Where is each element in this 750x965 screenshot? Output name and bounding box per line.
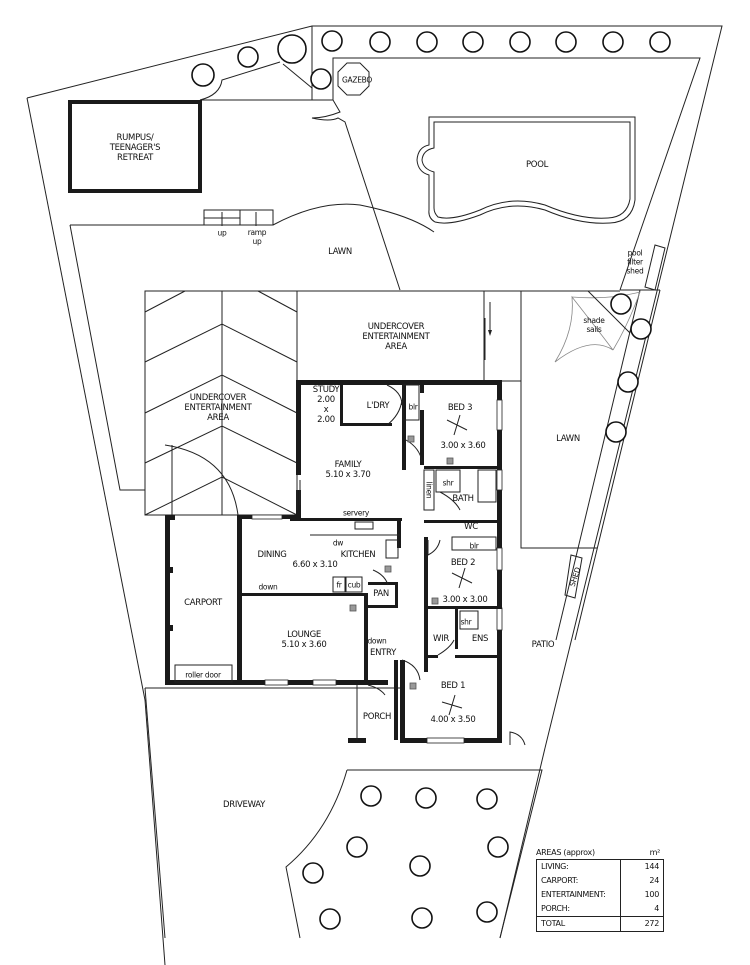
wc-label: WC xyxy=(464,522,478,532)
kitchen-label: KITCHEN xyxy=(340,550,376,560)
pool-filter-shed-label: pool filter shed xyxy=(626,248,644,276)
undercover-left-label: UNDERCOVER ENTERTAINMENT AREA xyxy=(184,393,252,423)
cupboard-label: cub xyxy=(347,580,361,590)
carport-label: CARPORT xyxy=(184,598,222,608)
fridge-label: fr xyxy=(336,580,342,590)
ensuite-shower-label: shr xyxy=(460,617,472,627)
bed3-dims: 3.00 x 3.60 xyxy=(440,441,486,451)
internal-walls xyxy=(242,380,502,672)
pool xyxy=(416,116,636,224)
table-row: CARPORT:24 xyxy=(537,874,664,888)
entry-step-label: down xyxy=(367,636,387,646)
gazebo-label: GAZEBO xyxy=(342,75,372,85)
undercover-top-label: UNDERCOVER ENTERTAINMENT AREA xyxy=(362,322,430,352)
lawn-edge xyxy=(272,203,435,233)
undercover-entertainment-top xyxy=(296,290,620,382)
bath-label: BATH xyxy=(452,494,474,504)
linen-label: linen xyxy=(424,481,434,499)
property-boundary xyxy=(26,25,723,965)
front-garden xyxy=(144,687,546,939)
bath-shower-label: shr xyxy=(442,478,454,488)
garden-beds xyxy=(199,26,701,641)
bed2-robe-label: blr xyxy=(469,541,479,551)
bed2-name: BED 2 xyxy=(450,558,476,568)
table-row: PORCH:4 xyxy=(537,902,664,917)
porch-label: PORCH xyxy=(362,712,392,722)
pantry-label: PAN xyxy=(373,589,389,599)
driveway-label: DRIVEWAY xyxy=(222,800,266,810)
bed1-dims: 4.00 x 3.50 xyxy=(430,715,476,725)
kitchen-dining-dims: 6.60 x 3.10 xyxy=(292,560,338,570)
bed3-robe-label: blr xyxy=(408,402,418,412)
bed-fan-markers xyxy=(441,414,473,716)
table-row: ENTERTAINMENT:100 xyxy=(537,888,664,902)
dishwasher-label: dw xyxy=(332,538,344,548)
patio-label: PATIO xyxy=(531,640,555,650)
laundry-label: L'DRY xyxy=(366,401,390,411)
areas-title: AREAS (approx) xyxy=(536,848,595,857)
servery-label: servery xyxy=(342,508,370,518)
door-swings xyxy=(367,384,526,746)
house-walls xyxy=(165,380,503,744)
shade-sails-label: shade sails xyxy=(583,316,605,334)
ramp-up-label: ramp up xyxy=(247,228,267,246)
areas-table: AREAS (approx) m² LIVING:144 CARPORT:24 … xyxy=(536,848,664,932)
ensuite-label: ENS xyxy=(471,634,489,644)
table-row: LIVING:144 xyxy=(537,859,664,874)
family-label: FAMILY 5.10 x 3.70 xyxy=(325,460,371,480)
rumpus-building xyxy=(68,100,202,193)
gazebo xyxy=(337,62,370,96)
pool-label: POOL xyxy=(525,160,549,170)
shade-sails xyxy=(554,290,641,363)
bed3-name: BED 3 xyxy=(447,403,473,413)
rumpus-label: RUMPUS/ TEENAGER'S RETREAT xyxy=(109,133,161,163)
steps-and-ramp xyxy=(203,209,274,226)
steps-up-label: up xyxy=(217,228,227,238)
lawn-top-label: LAWN xyxy=(328,247,352,257)
dining-step-label: down xyxy=(258,582,278,592)
entry-label: ENTRY xyxy=(370,648,396,658)
dining-label: DINING xyxy=(257,550,287,560)
roller-door-label: roller door xyxy=(185,670,221,680)
areas-unit: m² xyxy=(649,848,661,857)
wir-label: WIR xyxy=(433,634,449,644)
lawn-right-label: LAWN xyxy=(556,434,580,444)
lounge-label: LOUNGE 5.10 x 3.60 xyxy=(281,630,327,650)
study-label: STUDY 2.00 x 2.00 xyxy=(312,385,340,425)
bed1-name: BED 1 xyxy=(440,681,466,691)
trees xyxy=(191,30,671,930)
bed2-dims: 3.00 x 3.00 xyxy=(442,595,488,605)
